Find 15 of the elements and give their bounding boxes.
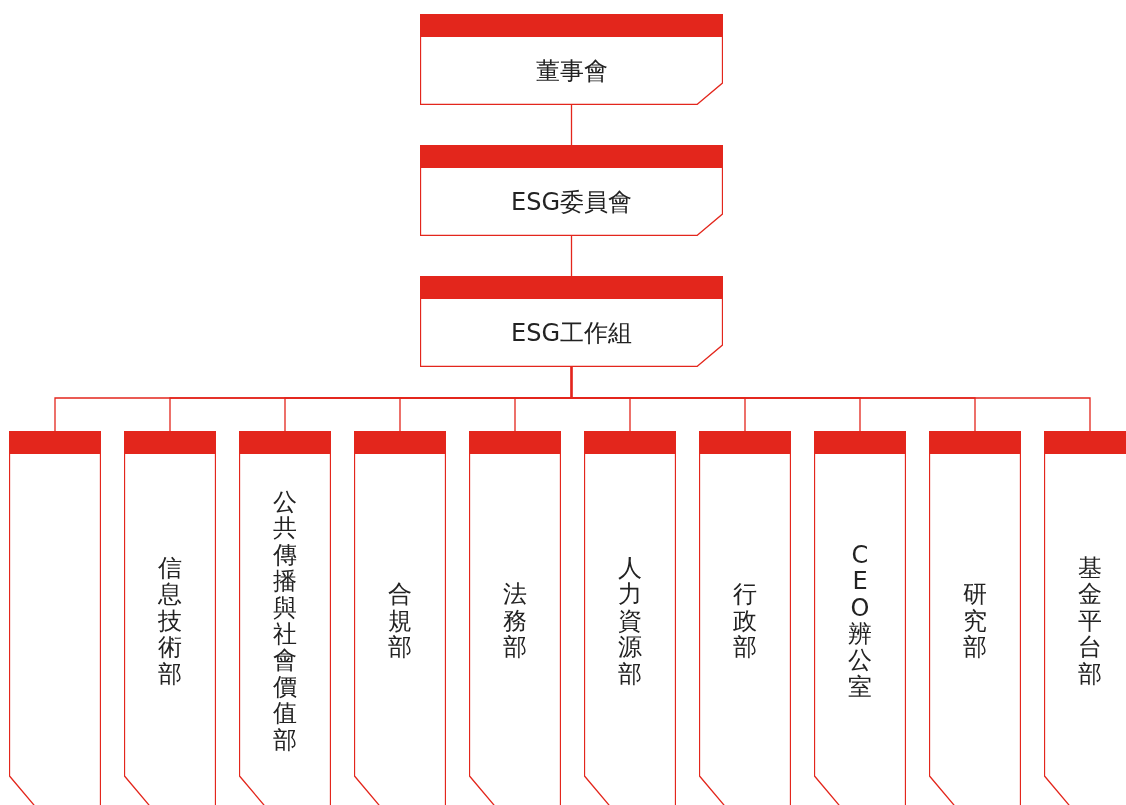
department-name: 行政部 bbox=[732, 581, 758, 661]
committee-name: 董事會 bbox=[535, 59, 608, 83]
department-name: 人力資源部 bbox=[617, 555, 643, 687]
department-name: 基金平台部 bbox=[1077, 555, 1103, 687]
department-name: 信息技術部 bbox=[157, 555, 183, 687]
department-name: 公共傳播與社會價值部 bbox=[272, 489, 298, 753]
department-name: CEO 辨公室 bbox=[847, 541, 873, 701]
connector-line bbox=[570, 235, 573, 277]
connector-line bbox=[570, 104, 573, 146]
committee-name: ESG工作組 bbox=[511, 321, 632, 345]
department-name: 合規部 bbox=[387, 581, 413, 661]
department-name: 研究部 bbox=[962, 581, 988, 661]
connector-line bbox=[570, 366, 1091, 432]
committee-name: ESG委員會 bbox=[511, 190, 632, 214]
department-name: 法務部 bbox=[502, 581, 528, 661]
